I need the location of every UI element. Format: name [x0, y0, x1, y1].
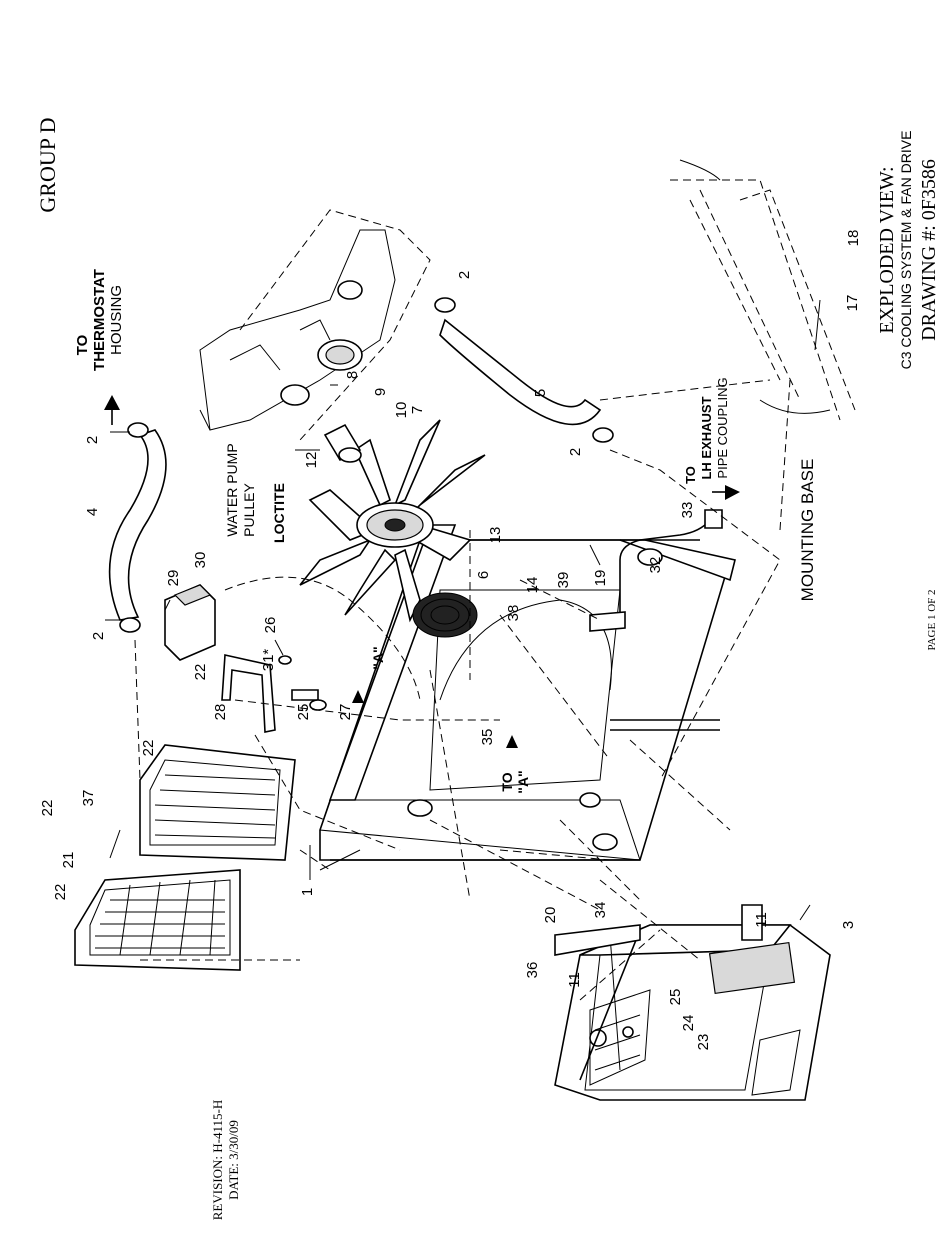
callout-19: 19	[592, 570, 609, 587]
note-to-exhaust-2: LH EXHAUST	[699, 396, 714, 479]
fan-pulley	[412, 592, 478, 638]
callout-18: 18	[845, 230, 862, 247]
callout-7: 7	[409, 406, 426, 414]
arrow-to-exhaust	[725, 485, 740, 500]
fitting-27	[309, 699, 327, 711]
callout-14: 14	[524, 577, 541, 594]
callout-13: 13	[487, 527, 504, 544]
drawing-linework	[74, 159, 856, 1101]
callout-23: 23	[695, 1034, 712, 1051]
callout-3: 3	[840, 921, 857, 929]
callout-29: 29	[165, 570, 182, 587]
callout-30: 30	[192, 552, 209, 569]
callout-36: 36	[524, 962, 541, 979]
note-to-a-1: TO	[499, 772, 515, 791]
arrow-to-thermostat	[104, 395, 120, 410]
callout-5: 5	[532, 389, 549, 397]
callout-2c: 2	[456, 271, 473, 279]
callout-2b: 2	[90, 632, 107, 640]
callout-8: 8	[344, 371, 361, 379]
callout-22c: 22	[52, 884, 69, 901]
arrow-view-a	[352, 690, 364, 703]
callout-4: 4	[84, 508, 101, 516]
engine-front	[199, 209, 431, 441]
callout-11a: 11	[753, 912, 770, 928]
callout-11b: 11	[566, 972, 583, 988]
callout-9: 9	[372, 388, 389, 396]
callout-2a: 2	[84, 436, 101, 444]
callout-21: 21	[60, 852, 77, 869]
callout-17: 17	[844, 295, 861, 312]
callout-33: 33	[679, 502, 696, 519]
callout-27: 27	[337, 704, 354, 721]
callout-25b: 25	[295, 704, 312, 721]
exhaust-pipe	[610, 719, 720, 731]
note-to-thermostat-3: HOUSING	[108, 285, 125, 355]
radiator-guards	[74, 744, 296, 971]
callout-24: 24	[680, 1015, 697, 1032]
drain-fitting	[589, 611, 626, 632]
fan-spacer	[323, 423, 362, 463]
group-title: GROUP D	[35, 117, 60, 212]
note-to-exhaust-3: PIPE COUPLING	[715, 377, 730, 478]
callout-32: 32	[647, 557, 664, 574]
note-to-thermostat-2: THERMOSTAT	[91, 269, 108, 371]
direction-arrows	[104, 395, 740, 748]
callout-31: 31*	[260, 649, 277, 672]
fan	[299, 419, 486, 623]
revision-number: REVISION: H-4115-H	[210, 1100, 225, 1220]
note-loctite: LOCTITE	[271, 483, 287, 543]
mounting-strip-left	[554, 924, 641, 956]
tank-bracket	[221, 654, 276, 733]
callout-22b: 22	[39, 800, 56, 817]
note-to-thermostat-1: TO	[74, 334, 91, 355]
mounting-base	[599, 159, 856, 421]
callout-35: 35	[479, 729, 496, 746]
callout-6: 6	[475, 571, 492, 579]
title-block-line3: DRAWING #: 0F3586	[918, 159, 940, 341]
title-block-line2: C3 COOLING SYSTEM & FAN DRIVE	[898, 131, 914, 370]
callout-22d: 22	[192, 664, 209, 681]
callout-38: 38	[505, 605, 522, 622]
note-view-a: "A"	[370, 646, 386, 669]
text-layer: GROUP D EXPLODED VIEW: C3 COOLING SYSTEM…	[35, 117, 940, 1220]
callout-22a: 22	[140, 740, 157, 757]
fitting-31	[278, 655, 292, 665]
drain-hose	[619, 519, 711, 620]
coolant-recovery-tank	[164, 584, 216, 661]
lower-hose	[439, 318, 602, 426]
mounting-strip-right	[741, 904, 763, 941]
callout-37: 37	[80, 790, 97, 807]
fan-shroud	[319, 524, 736, 861]
callout-12: 12	[303, 452, 320, 469]
page-number: PAGE 1 OF 2	[926, 589, 938, 650]
title-block-line1: EXPLODED VIEW:	[876, 166, 898, 333]
callout-25a: 25	[667, 989, 684, 1006]
arrow-to-a	[506, 735, 518, 748]
callout-20: 20	[542, 907, 559, 924]
upper-hose	[108, 429, 167, 621]
note-mounting-base: MOUNTING BASE	[798, 459, 817, 602]
note-water-pump-2: PULLEY	[241, 482, 257, 536]
callout-leaders	[105, 299, 821, 921]
note-to-exhaust-1: TO	[683, 466, 698, 484]
callout-26: 26	[262, 617, 279, 634]
callout-39: 39	[555, 572, 572, 589]
callout-34: 34	[592, 902, 609, 919]
fitting-25	[291, 689, 319, 701]
callout-2d: 2	[567, 448, 584, 456]
callout-1: 1	[299, 888, 316, 896]
assembly-lines	[134, 379, 791, 1001]
radiator	[554, 924, 831, 1101]
note-water-pump-1: WATER PUMP	[224, 443, 240, 536]
note-to-a-2: "A"	[515, 770, 531, 793]
revision-date: DATE: 3/30/09	[226, 1120, 241, 1200]
callout-10: 10	[393, 402, 410, 419]
callout-28: 28	[212, 704, 229, 721]
